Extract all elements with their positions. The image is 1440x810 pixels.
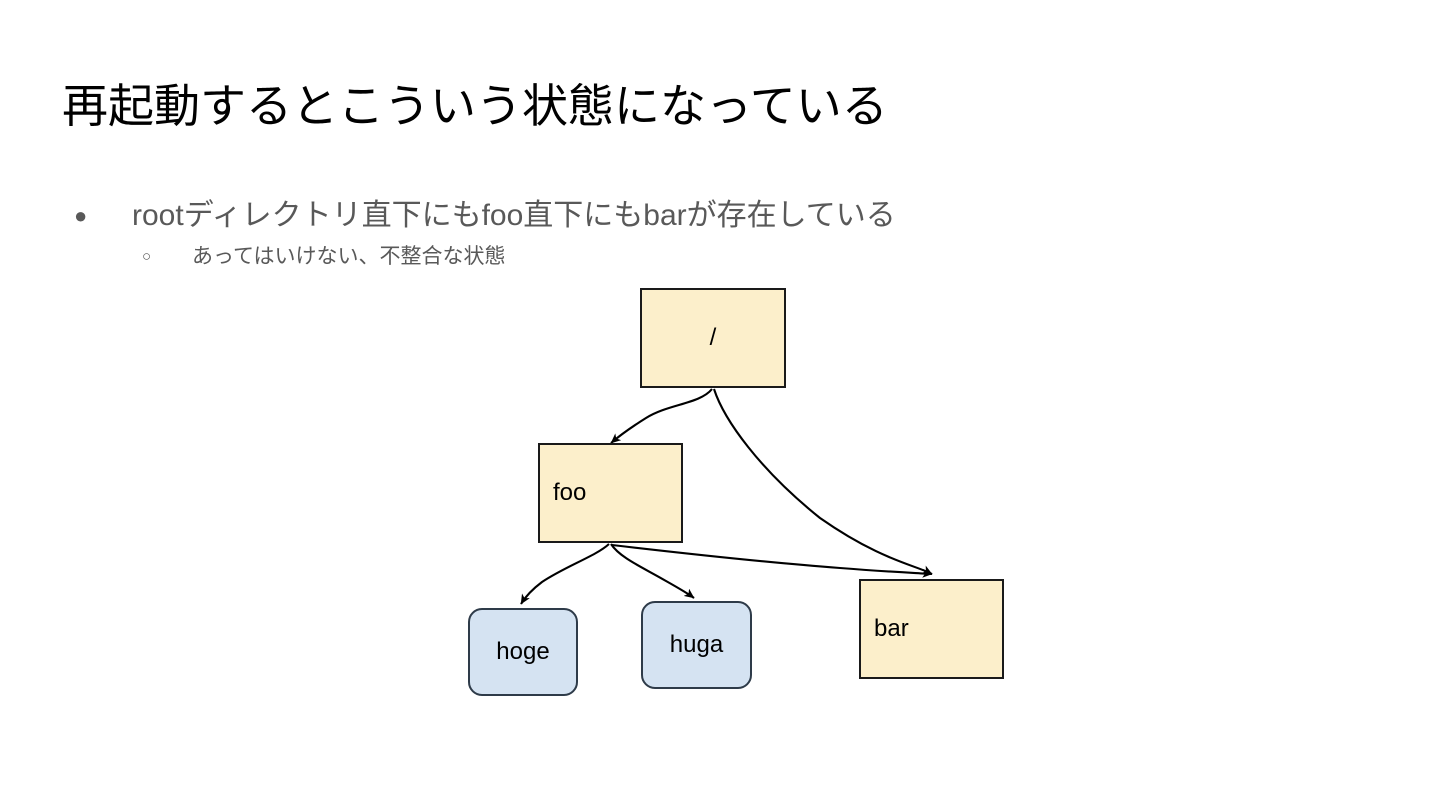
page-title: 再起動するとこういう状態になっている: [62, 80, 888, 132]
bullet-item-primary: ● rootディレクトリ直下にもfoo直下にもbarが存在している: [74, 196, 1162, 236]
bullet-marker-hollow-icon: ○: [142, 248, 152, 265]
bullet-text-primary: rootディレクトリ直下にもfoo直下にもbarが存在している: [132, 199, 896, 232]
edge-foo-to-huga: [610, 543, 695, 599]
node-root[interactable]: /: [640, 288, 786, 388]
edge-root-to-foo: [610, 388, 713, 444]
bullet-text-secondary: あってはいけない、不整合な状態: [192, 245, 506, 268]
bullet-marker-filled-icon: ●: [74, 203, 88, 228]
node-hoge-label: hoge: [496, 638, 550, 665]
bullet-item-secondary: ○ あってはいけない、不整合な状態: [142, 242, 1162, 272]
edge-foo-to-bar: [611, 543, 933, 578]
node-foo-label: foo: [553, 479, 587, 506]
bullet-list: ● rootディレクトリ直下にもfoo直下にもbarが存在している ○ あっては…: [62, 196, 1162, 272]
node-bar[interactable]: bar: [859, 579, 1004, 679]
edge-root-to-bar: [713, 388, 933, 575]
node-hoge[interactable]: hoge: [468, 608, 578, 696]
node-foo[interactable]: foo: [538, 443, 683, 543]
node-bar-label: bar: [874, 615, 909, 642]
node-root-label: /: [709, 324, 717, 351]
node-huga[interactable]: huga: [641, 601, 752, 689]
edge-foo-to-hoge: [520, 543, 610, 605]
node-huga-label: huga: [669, 631, 724, 658]
